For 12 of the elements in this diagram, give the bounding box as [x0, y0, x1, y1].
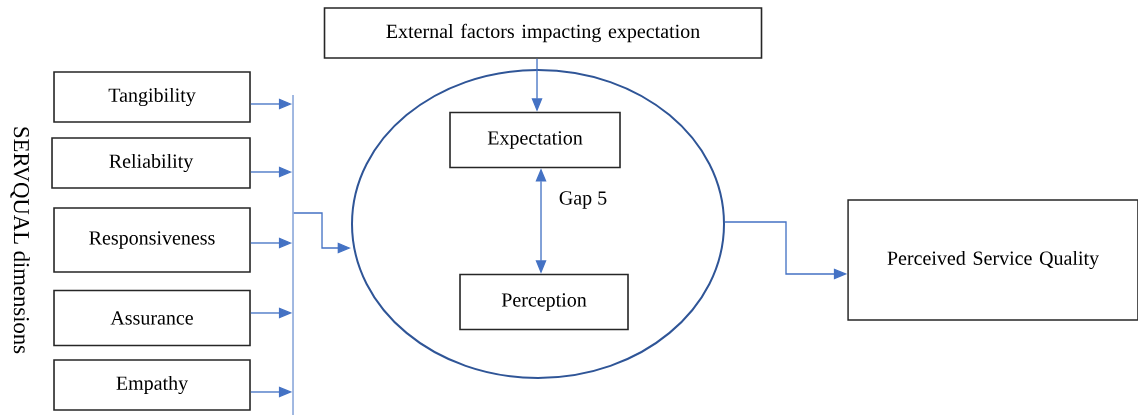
text-box: Perception: [459, 273, 629, 331]
text-box: External factors impacting expectation: [323, 7, 763, 59]
edge-label: Gap 5: [557, 189, 609, 211]
text-box: Perceived Service Quality: [847, 199, 1138, 321]
text-box: Empathy: [53, 359, 251, 411]
text-box: Reliability: [51, 137, 251, 189]
axis-title: SERVQUAL dimensions: [10, 127, 30, 354]
text-box: Expectation: [449, 111, 621, 169]
text-box: Assurance: [53, 289, 251, 347]
text-box: Responsiveness: [53, 207, 251, 273]
text-box: Tangibility: [53, 71, 251, 123]
ellipse: [351, 69, 725, 379]
